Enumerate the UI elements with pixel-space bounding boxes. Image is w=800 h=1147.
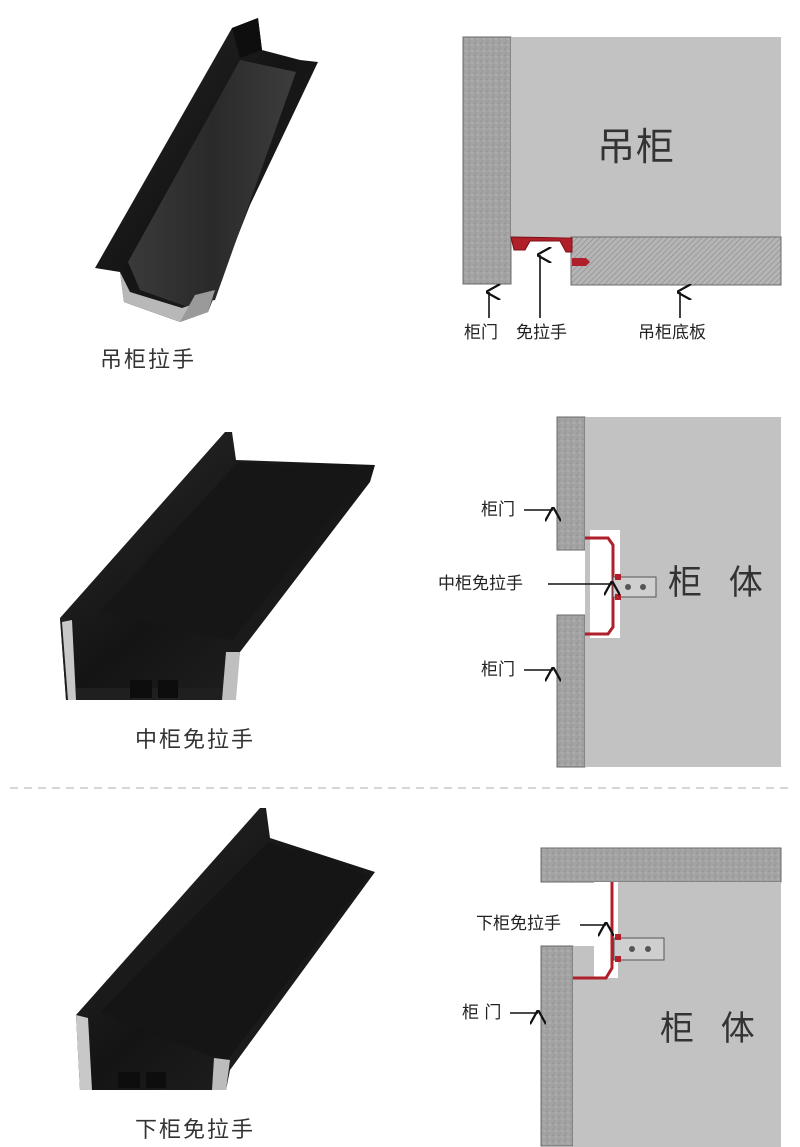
- product-caption-middle: 中柜免拉手: [135, 728, 256, 753]
- label-door-bottom: 柜门: [481, 660, 515, 680]
- label-hanging-cabinet: 吊柜: [597, 125, 676, 169]
- product-lower-cabinet-handle: [76, 808, 375, 1090]
- label-middle-handle: 中柜免拉手: [438, 574, 523, 594]
- label-door-top: 柜门: [481, 500, 515, 520]
- diagram-lower-cabinet: [510, 847, 782, 1147]
- label-lower-body: 柜 体: [660, 1009, 763, 1049]
- label-handle: 免拉手: [516, 323, 567, 343]
- label-lower-handle: 下柜免拉手: [476, 914, 561, 934]
- label-lower-door: 柜 门: [462, 1003, 502, 1023]
- label-bottom-board: 吊柜底板: [638, 323, 706, 343]
- diagram-middle-cabinet: [524, 416, 781, 768]
- product-caption-hanging: 吊柜拉手: [100, 348, 197, 373]
- label-door: 柜门: [464, 323, 498, 343]
- product-hanging-cabinet-handle: [95, 18, 318, 322]
- diagram-hanging-cabinet: [462, 36, 782, 318]
- label-cabinet-body: 柜 体: [668, 563, 771, 603]
- product-caption-lower: 下柜免拉手: [135, 1118, 256, 1143]
- product-middle-cabinet-handle: [60, 432, 375, 700]
